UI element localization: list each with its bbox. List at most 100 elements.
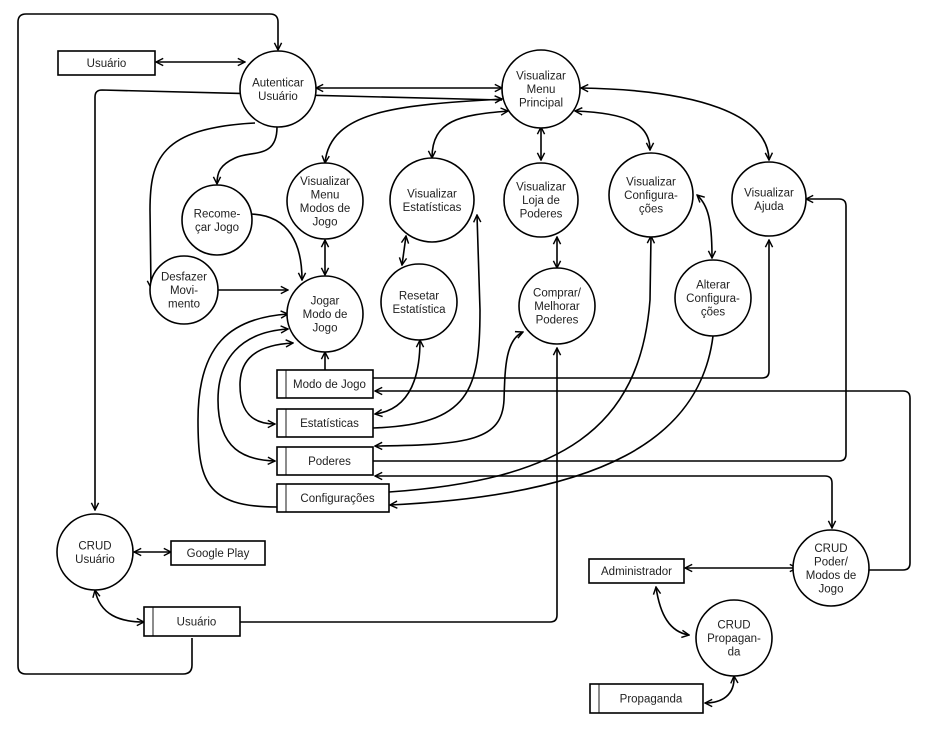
flow-crud-propaganda-store-propaganda	[705, 676, 734, 703]
process-label-line: Modos de	[300, 203, 351, 215]
process-label-line: Visualizar	[300, 176, 350, 188]
process-label-line: ções	[639, 204, 664, 216]
process-label-line: Poderes	[520, 209, 563, 221]
datastore-st-config: Configurações	[276, 483, 390, 513]
process-label-line: Comprar/	[533, 288, 582, 300]
process-label-line: Menu	[527, 84, 556, 96]
process-label-line: mento	[168, 299, 200, 311]
datastore-box	[589, 683, 704, 714]
datastore-box	[276, 408, 374, 438]
datastore-label: Modo de Jogo	[293, 379, 366, 391]
datastore-st-modo: Modo de Jogo	[276, 369, 374, 399]
entity-label: Usuário	[87, 58, 127, 70]
process-circle	[674, 259, 752, 337]
flow-store-config-vis-config	[388, 236, 651, 493]
process-circle	[731, 161, 807, 237]
datastore-box	[276, 446, 374, 476]
flow-store-usuario-comprar	[240, 348, 557, 623]
process-label-line: Jogar	[311, 296, 340, 308]
process-label-line: Modo de	[303, 309, 348, 321]
process-label-line: CRUD	[814, 543, 847, 555]
flow-jogar-store-estat	[239, 343, 293, 424]
flow-jogar-store-poderes	[217, 329, 288, 461]
datastore-st-poderes: Poderes	[276, 446, 374, 476]
flow-lines	[17, 13, 911, 703]
process-recomecar: Recome-çar Jogo	[181, 184, 253, 256]
flow-admin-crud-propaganda	[656, 587, 689, 635]
datastore-label: Poderes	[308, 456, 351, 468]
datastore-box	[276, 483, 390, 513]
datastore-st-usuario: Usuário	[143, 606, 241, 637]
process-circle	[608, 152, 694, 238]
process-label-line: Configura-	[686, 293, 740, 305]
process-label-line: Visualizar	[516, 182, 566, 194]
process-label-line: da	[728, 647, 741, 659]
process-label-line: Propagan-	[707, 633, 761, 645]
flow-menu-principal-crud-usuario	[95, 89, 503, 510]
process-label-line: Ajuda	[754, 201, 784, 213]
process-label-line: Melhorar	[534, 301, 580, 313]
process-label-line: Visualizar	[407, 188, 457, 200]
flow-crud-poder-store-modo	[375, 391, 911, 571]
process-label-line: Menu	[311, 189, 340, 201]
flow-menu-principal-menu-modos	[325, 99, 502, 163]
flow-resetar-store-estat	[375, 340, 420, 414]
process-circle	[286, 275, 364, 353]
flow-store-config-jogar	[197, 314, 288, 508]
flow-vis-estat-resetar	[402, 236, 406, 265]
process-label-line: Modos de	[806, 570, 857, 582]
process-label-line: Visualizar	[626, 177, 676, 189]
process-label-line: Poderes	[536, 315, 579, 327]
datastore-label: Propaganda	[620, 694, 683, 706]
process-circle	[56, 513, 134, 591]
process-label-line: Resetar	[399, 290, 439, 302]
process-circle	[239, 50, 317, 128]
flow-autenticar-desfazer	[150, 122, 256, 288]
process-circle	[501, 49, 581, 129]
entity-ent-admin: Administrador	[588, 558, 685, 584]
process-label-line: Estatísticas	[403, 202, 462, 214]
process-label-line: Jogo	[313, 323, 338, 335]
process-label-line: çar Jogo	[195, 222, 239, 234]
datastore-label: Usuário	[177, 617, 217, 629]
process-label-line: Jogo	[313, 216, 338, 228]
flow-autenticar-recomecar	[217, 126, 278, 184]
process-circle	[149, 255, 219, 325]
process-label-line: Desfazer	[161, 272, 207, 284]
flow-comprar-store-poderes	[375, 332, 523, 446]
flow-store-modo-ajuda	[373, 240, 769, 379]
datastore-label: Configurações	[300, 493, 374, 505]
process-label-line: CRUD	[717, 620, 750, 632]
process-label-line: Usuário	[258, 91, 298, 103]
process-label-line: Recome-	[194, 208, 241, 220]
process-label-line: Usuário	[75, 554, 115, 566]
process-circle	[503, 162, 579, 238]
process-label-line: Configura-	[624, 190, 678, 202]
process-label-line: Loja de	[522, 195, 560, 207]
process-circle	[518, 267, 596, 345]
flow-crud-usuario-store-usuario	[95, 590, 144, 622]
entity-box	[170, 540, 266, 566]
process-label-line: Alterar	[696, 280, 730, 292]
flow-store-poderes-ajuda	[373, 199, 847, 462]
flow-menu-principal-vis-config	[575, 111, 650, 150]
datastore-box	[143, 606, 241, 637]
process-circle	[695, 599, 773, 677]
flow-menu-principal-vis-estat	[432, 111, 508, 158]
process-label-line: Jogo	[819, 583, 844, 595]
process-circle	[286, 162, 364, 240]
